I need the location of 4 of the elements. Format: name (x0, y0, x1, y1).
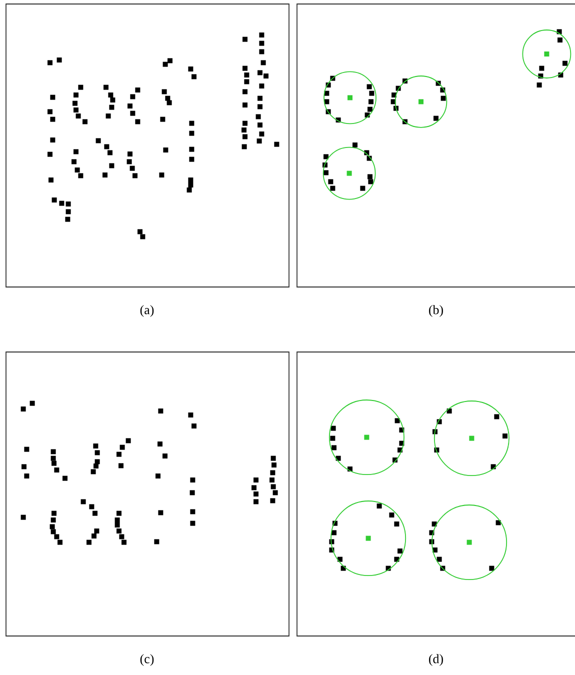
panel-caption: (c) (140, 654, 154, 666)
panel-caption: (a) (140, 305, 154, 317)
panel-caption: (d) (429, 654, 443, 666)
panel-caption: (b) (429, 305, 443, 317)
